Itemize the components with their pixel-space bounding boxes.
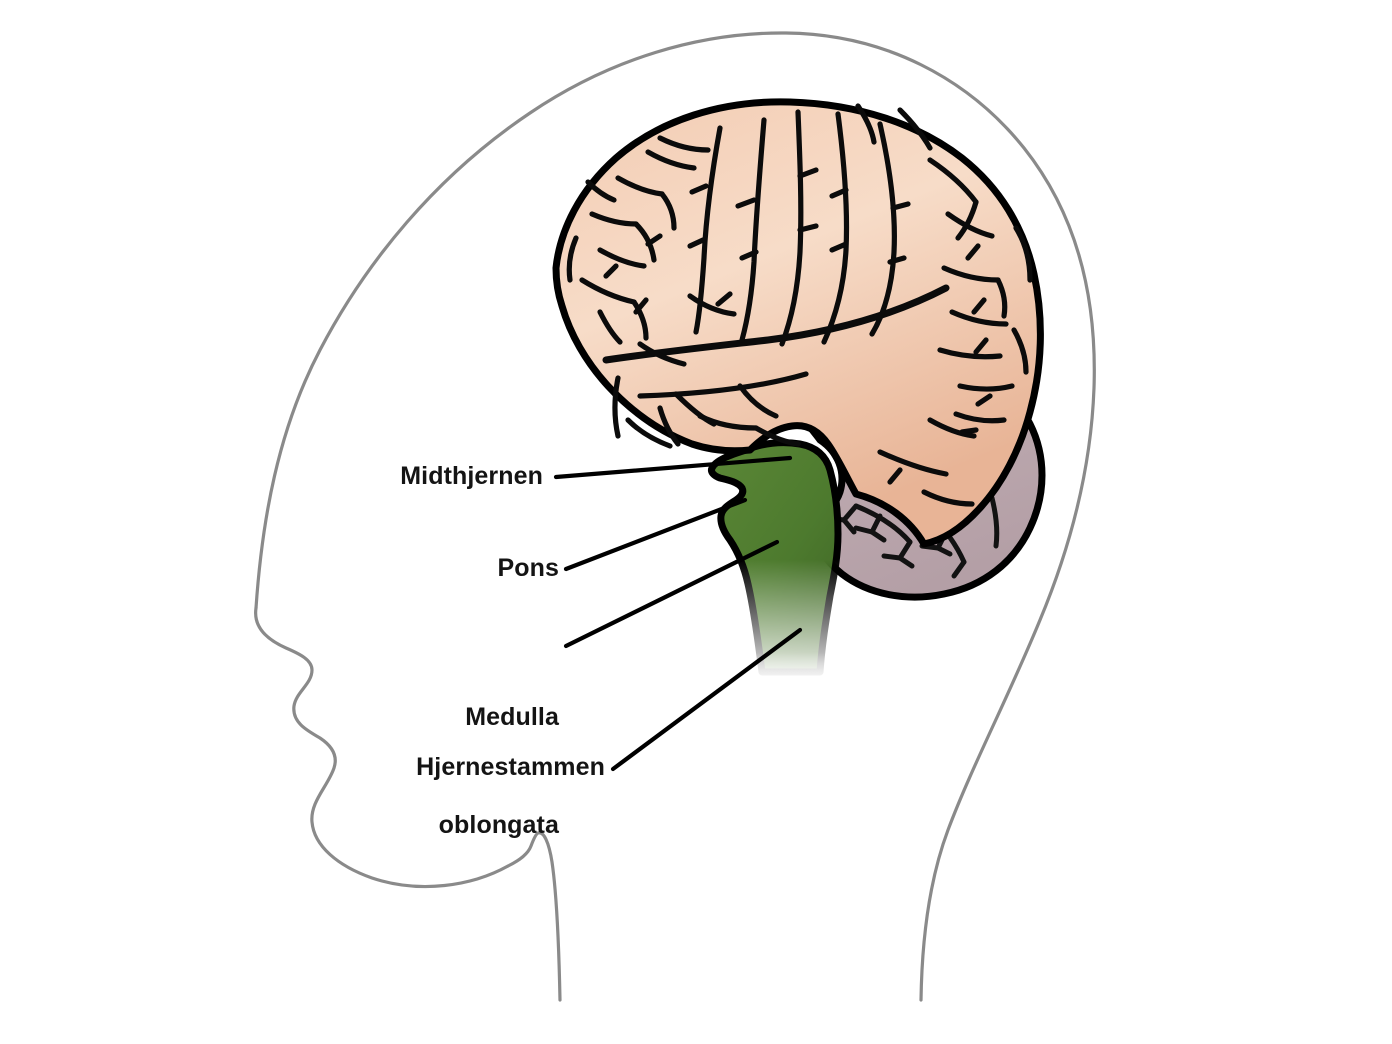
leader-line-brainstem [610, 627, 803, 772]
label-hjernestammen: Hjernestammen [416, 753, 605, 781]
label-midthjernen: Midthjernen [400, 462, 543, 490]
leader-line-pons [563, 497, 748, 572]
label-medulla-line2: oblongata [438, 811, 559, 839]
cerebrum [552, 98, 1044, 548]
head-profile-outline [254, 31, 1096, 1002]
leader-line-medulla [563, 539, 780, 649]
leader-line-midbrain [553, 455, 793, 480]
leader-lines [553, 455, 803, 772]
label-pons: Pons [497, 554, 559, 582]
label-medulla-line1: Medulla [465, 703, 559, 731]
label-medulla-oblongata: Medulla oblongata [439, 627, 559, 915]
